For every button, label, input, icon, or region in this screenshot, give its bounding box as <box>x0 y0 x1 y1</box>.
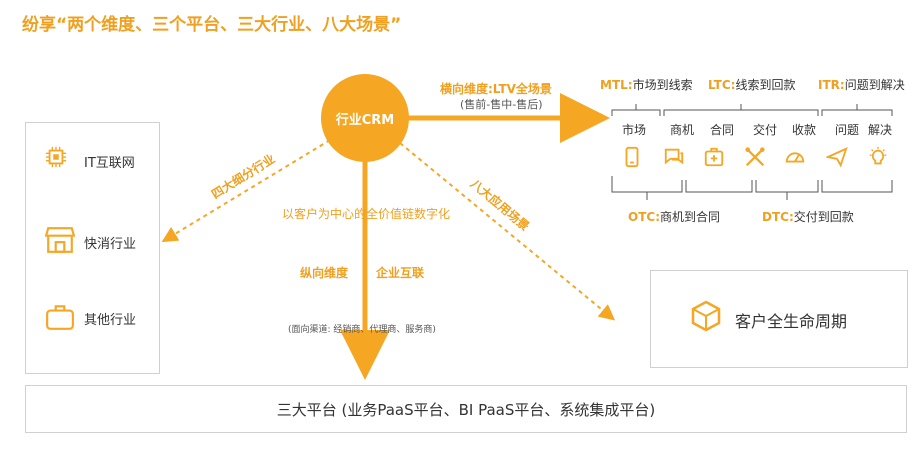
industry-fmcg-label: 快消行业 <box>84 237 137 252</box>
ltc-header: LTC:线索到回款 <box>708 78 796 92</box>
tools-icon <box>744 146 766 172</box>
chat-icon <box>663 146 685 172</box>
mtl-header: MTL:市场到线索 <box>600 78 693 92</box>
otc-header: OTC:商机到合同 <box>628 210 721 224</box>
gauge-icon <box>784 146 806 172</box>
stage-issue: 问题 <box>835 123 860 137</box>
channel-note: (面向渠道: 经销商、代理商、服务商) <box>288 325 436 335</box>
store-icon <box>44 226 76 258</box>
bulb-icon <box>867 146 889 172</box>
top-brackets <box>611 104 893 116</box>
send-icon <box>824 146 848 172</box>
cube-icon <box>690 300 722 336</box>
stage-opportunity: 商机 <box>670 123 695 137</box>
industry-other-label: 其他行业 <box>84 313 137 328</box>
phone-icon <box>621 146 643 172</box>
medkit-icon <box>703 146 725 172</box>
lifecycle-label: 客户全生命周期 <box>735 312 848 331</box>
vertical-top-label: 以客户为中心的全价值链数字化 <box>282 207 451 221</box>
stage-payment: 收款 <box>792 123 817 137</box>
industry-panel <box>25 122 160 374</box>
horizontal-dimension-label: 横向维度:LTV全场景 <box>440 82 552 96</box>
horizontal-dimension-sub: (售前-售中-售后) <box>460 98 543 111</box>
chip-icon <box>45 146 67 172</box>
diag-left-arrow <box>161 139 331 243</box>
briefcase-icon <box>45 303 75 335</box>
platform-label: 三大平台 (业务PaaS平台、BI PaaS平台、系统集成平台) <box>276 400 656 419</box>
stage-resolve: 解决 <box>868 123 893 137</box>
dtc-header: DTC:交付到回款 <box>762 210 854 224</box>
diag-right-arrow <box>399 142 616 321</box>
stage-market: 市场 <box>622 123 647 137</box>
itr-header: ITR:问题到解决 <box>818 78 905 92</box>
vertical-dimension-label: 纵向维度 <box>300 266 349 280</box>
bottom-brackets <box>611 180 893 200</box>
industry-it-label: IT互联网 <box>84 156 135 171</box>
stage-delivery: 交付 <box>753 123 778 137</box>
stage-contract: 合同 <box>710 123 735 137</box>
page-title: 纷享“两个维度、三个平台、三大行业、八大场景” <box>22 15 402 35</box>
crm-center-node: 行业CRM <box>321 74 409 162</box>
enterprise-interconnect-label: 企业互联 <box>376 266 425 280</box>
platform-panel: 三大平台 (业务PaaS平台、BI PaaS平台、系统集成平台) <box>25 385 907 433</box>
